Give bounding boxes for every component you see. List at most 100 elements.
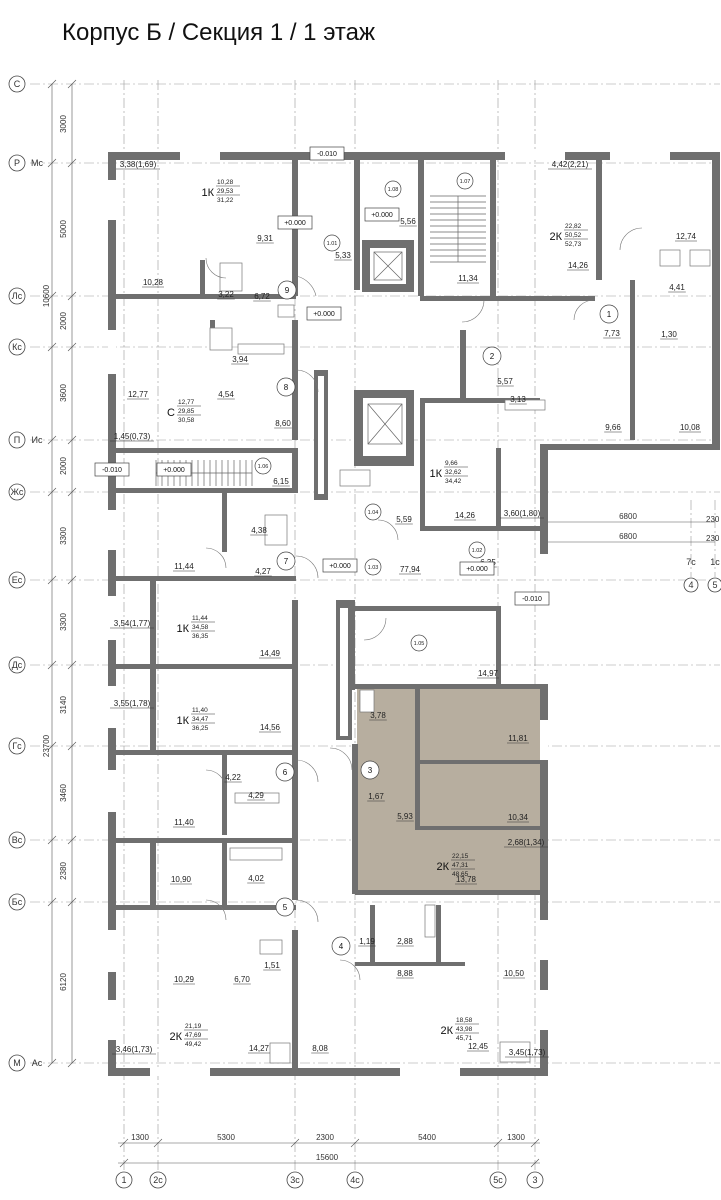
room-code: 1.05 (414, 641, 425, 647)
room-area: 12,45 (468, 1042, 489, 1051)
room-area: 10,29 (174, 975, 195, 984)
room-area: 3,13 (510, 395, 526, 404)
apartment-labels: 1К10,2829,5331,222К22,8250,5252,73С12,77… (167, 179, 588, 1048)
apartment-number: 5 (283, 903, 288, 912)
axis-label: Вс (12, 835, 23, 845)
room-area: 2,88 (397, 937, 413, 946)
room-area: 5,56 (400, 217, 416, 226)
level-mark: +0.000 (459, 561, 495, 576)
apartment-area: 30,58 (178, 417, 195, 424)
apartment-area: 34,42 (445, 478, 462, 485)
room-area: 4,29 (248, 791, 264, 800)
apartment-number: 4 (339, 942, 344, 951)
axis-marker: Бс (8, 893, 26, 911)
dimension-value: 2000 (59, 312, 68, 330)
dimension-value: 2000 (59, 457, 68, 475)
axis-label: 1с (710, 557, 720, 567)
apartment-area: 11,44 (192, 615, 208, 622)
apartment-area: 11,40 (192, 707, 208, 714)
apartment-area: 29,85 (178, 408, 195, 415)
apartment-number: 6 (283, 768, 288, 777)
axis-label: 5с (493, 1175, 503, 1185)
room-code: 1.03 (368, 565, 379, 571)
level-mark: -0.010 (94, 462, 130, 477)
room-code-marker: 1.04 (364, 503, 382, 521)
apartment-type: 1К (429, 468, 442, 480)
dimension-value: 230 (706, 515, 720, 524)
apartment-area: 34,47 (192, 716, 209, 723)
axis-marker: 5с (489, 1171, 507, 1189)
room-area: 5,93 (397, 812, 413, 821)
dimension-value: 6800 (619, 532, 637, 541)
apartment-area: 47,69 (185, 1032, 202, 1039)
apartment-number: 8 (284, 383, 289, 392)
axis-label: Дс (12, 660, 23, 670)
level-value: +0.000 (371, 212, 393, 219)
apartment-number: 9 (285, 286, 290, 295)
dimension-value: 6800 (619, 512, 637, 521)
room-code-marker: 1.05 (410, 634, 428, 652)
apartment-area: 22,15 (452, 853, 469, 860)
room-area: 1,51 (264, 961, 280, 970)
room-area: 8,08 (312, 1044, 328, 1053)
dimension-total: 10600 (42, 284, 51, 307)
axis-label: 1 (121, 1175, 126, 1185)
room-code: 1.06 (258, 464, 269, 470)
room-area: 8,88 (397, 969, 413, 978)
axis-label-secondary: Ис (32, 435, 43, 445)
room-area: 3,22 (218, 290, 234, 299)
room-area: 9,66 (605, 423, 621, 432)
axis-marker: Лс (8, 287, 26, 305)
apartment-area: 10,28 (217, 179, 234, 186)
apartment-area: 43,98 (456, 1026, 473, 1033)
room-area: 14,26 (568, 261, 589, 270)
room-area: 6,72 (254, 292, 270, 301)
axis-label: 5 (712, 580, 717, 590)
room-area: 6,15 (273, 477, 289, 486)
apartment-number-marker: 4 (331, 936, 351, 956)
apartment-number: 7 (284, 557, 289, 566)
room-area: 5,59 (396, 515, 412, 524)
room-code-marker: 1.07 (456, 172, 474, 190)
level-value: +0.000 (284, 220, 306, 227)
room-area: 11,44 (174, 562, 194, 571)
axis-marker: 4с (346, 1171, 364, 1189)
level-marks: -0.010+0.000+0.000+0.000-0.010+0.000+0.0… (94, 146, 550, 606)
apartment-number-marker: 1 (599, 304, 619, 324)
room-code-marker: 1.03 (364, 558, 382, 576)
highlighted-apartment (357, 688, 540, 894)
room-area: 7,73 (604, 329, 620, 338)
axis-marker: 1 (115, 1171, 133, 1189)
apartment-area: 48,65 (452, 871, 469, 878)
room-code: 1.04 (368, 510, 379, 516)
level-value: -0.010 (102, 467, 122, 474)
room-area: 5,57 (497, 377, 513, 386)
apartment-type: 2К (549, 231, 562, 243)
axis-label: Бс (12, 897, 23, 907)
room-code-marker: 1.08 (384, 180, 402, 198)
room-area: 4,22 (225, 773, 241, 782)
apartment-number-marker: 7 (276, 551, 296, 571)
dimension-value: 2300 (316, 1133, 334, 1142)
room-area: 6,70 (234, 975, 250, 984)
page-title: Корпус Б / Секция 1 / 1 этаж (62, 19, 375, 46)
level-value: +0.000 (163, 467, 185, 474)
apartment-area: 9,66 (445, 460, 458, 467)
room-area: 77,94 (400, 565, 421, 574)
room-area: 4,27 (255, 567, 271, 576)
apartment-type: 2К (436, 861, 449, 873)
apartment-number: 2 (490, 352, 495, 361)
dimension-total: 23700 (42, 734, 51, 757)
dimension-value: 3300 (59, 527, 68, 545)
room-area: 3,46(1,73) (116, 1045, 153, 1054)
dimension-value: 1300 (507, 1133, 525, 1142)
axis-marker: 1с (710, 557, 720, 567)
room-area: 3,60(1,80) (504, 509, 541, 518)
room-area: 14,49 (260, 649, 281, 658)
